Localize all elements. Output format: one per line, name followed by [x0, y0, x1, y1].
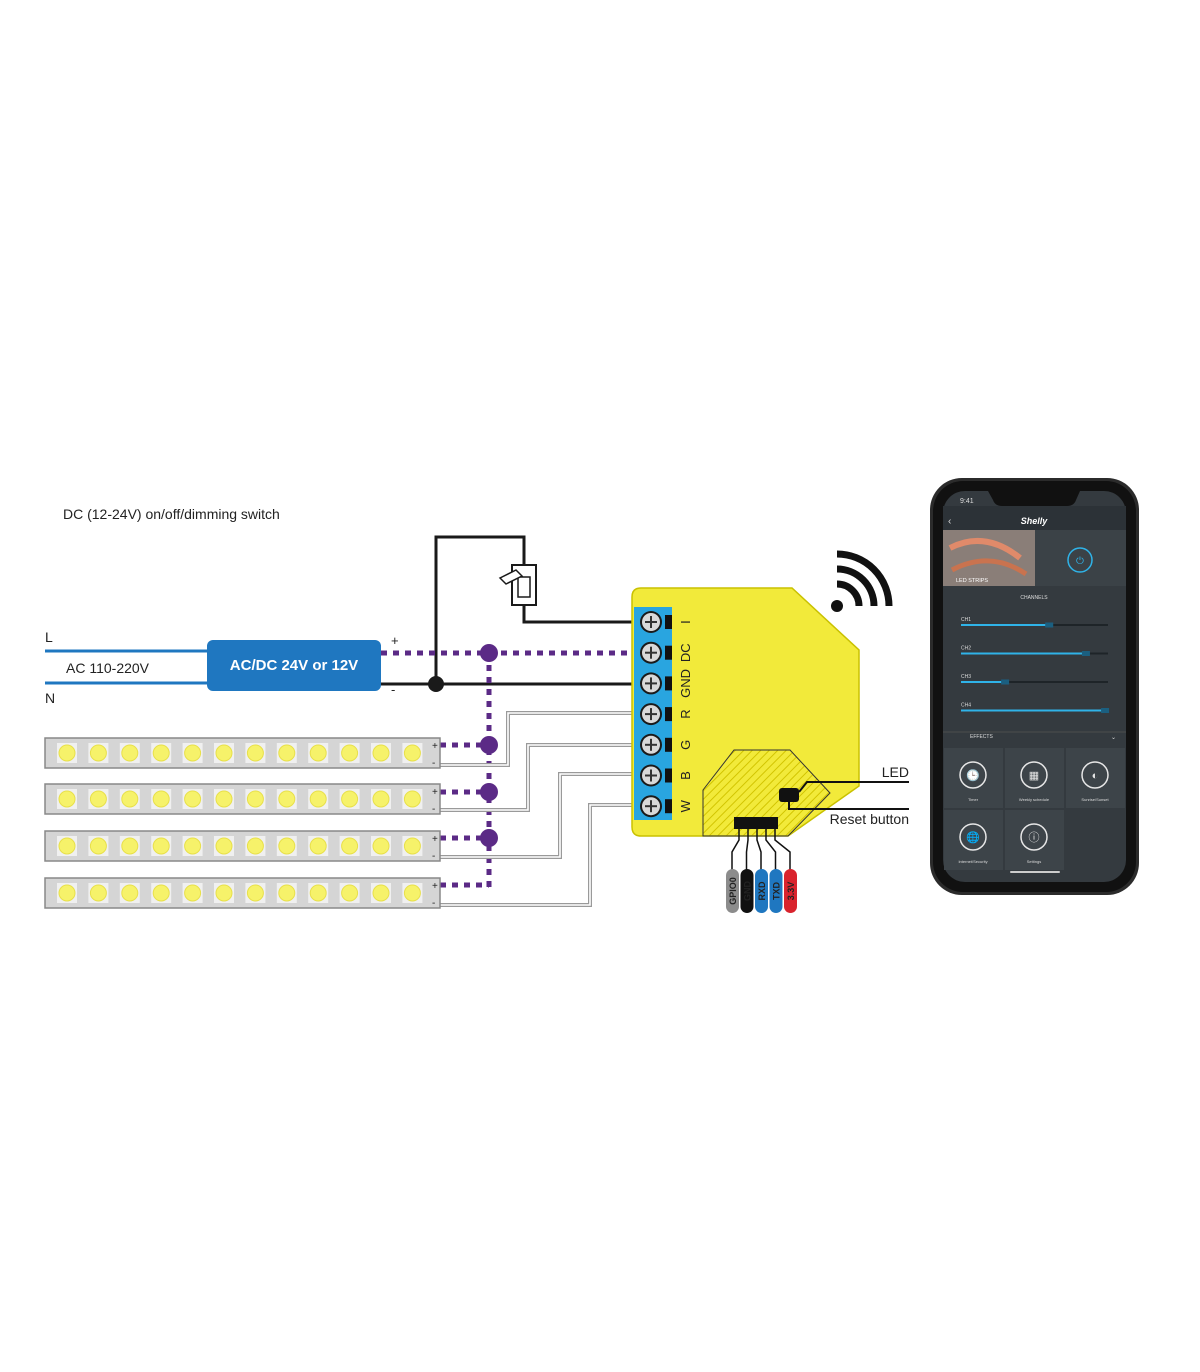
led-strip: +-	[44, 783, 441, 815]
terminal-label: DC	[678, 643, 693, 662]
strip-plus-label: +	[432, 881, 438, 892]
gnd-junction	[428, 676, 444, 692]
tile-internet-security[interactable]: 🌐 Internet/Security	[944, 810, 1003, 870]
diagram-title: DC (12-24V) on/off/dimming switch	[63, 506, 280, 522]
terminal-label: R	[678, 709, 693, 718]
psu-minus-label: -	[391, 682, 395, 697]
mains-voltage-label: AC 110-220V	[66, 660, 150, 676]
header-pin-label: 3.3V	[786, 882, 796, 901]
strip-plus-label: +	[432, 834, 438, 845]
channel-slider[interactable]: CH2	[961, 646, 1108, 657]
terminal-dc: DC	[640, 641, 693, 664]
tile-label: Internet/Security	[958, 859, 987, 864]
channel-label: CH3	[961, 674, 971, 680]
led-label: LED	[882, 764, 909, 780]
terminal-g: G	[640, 733, 693, 756]
psu-plus-label: +	[391, 633, 399, 648]
tile-label: Sunrise/Sunset	[1081, 797, 1109, 802]
programming-header	[734, 817, 778, 829]
tile-label: Timer	[968, 797, 979, 802]
strip-minus-label: -	[432, 898, 435, 909]
power-button[interactable]	[1067, 547, 1093, 573]
terminal-b: B	[640, 764, 693, 787]
header-pin: GND	[740, 829, 754, 913]
channel-slider[interactable]: CH4	[961, 703, 1110, 714]
reset-button-label: Reset button	[830, 811, 909, 827]
terminal-i: I	[640, 611, 693, 633]
terminal-w: W	[640, 795, 693, 818]
strip-plus-label: +	[432, 787, 438, 798]
header-pin: TXD	[765, 829, 783, 913]
channel-label: CH4	[961, 703, 971, 709]
terminal-label: I	[678, 620, 693, 624]
led-strip: +-	[44, 877, 441, 909]
channel-slider[interactable]: CH1	[961, 617, 1108, 628]
led-indicator	[779, 788, 799, 802]
reset-leader	[788, 802, 909, 810]
terminal-label: W	[678, 799, 693, 812]
strip-minus-label: -	[432, 758, 435, 769]
globe-icon: 🌐	[966, 831, 980, 844]
switch-output-wire	[522, 605, 636, 624]
clock-icon: 🕒	[966, 769, 980, 782]
status-time: 9:41	[960, 498, 974, 505]
effects-chevron-icon[interactable]: ⌄	[1111, 735, 1116, 741]
header-pin: 3.3V	[774, 829, 797, 913]
terminal-gnd: GND	[640, 669, 693, 698]
power-icon: ⏻	[1076, 556, 1084, 567]
phone-mockup: 9:41 ‹ Shelly LED STRIPS ⏻ CHANNELS CH1C…	[930, 478, 1139, 895]
led-strip: +-	[44, 737, 441, 769]
terminal-r: R	[640, 703, 693, 726]
device-name: LED STRIPS	[956, 578, 988, 584]
neutral-label: N	[45, 690, 55, 706]
strip-minus-label: -	[432, 851, 435, 862]
terminal-label: G	[678, 740, 693, 750]
channel-label: CH1	[961, 617, 971, 623]
sunrise-icon: ◐	[1092, 770, 1099, 782]
tile-weekly-schedule[interactable]: ▦ Weekly schedule	[1005, 748, 1064, 808]
psu-box	[207, 640, 381, 691]
header-pin-label: RXD	[757, 881, 767, 901]
tile-label: Settings	[1027, 859, 1041, 864]
channel-label: CH2	[961, 646, 971, 652]
channel-wires	[440, 711, 636, 907]
tile-label: Weekly schedule	[1019, 797, 1050, 802]
brand-logo: Shelly	[1021, 516, 1049, 526]
terminal-label: GND	[678, 669, 693, 698]
line-label: L	[45, 629, 53, 645]
wifi-icon	[831, 550, 893, 612]
calendar-icon: ▦	[1029, 770, 1039, 782]
pcb-hatched-area	[702, 749, 831, 837]
channel-slider[interactable]: CH3	[961, 674, 1108, 685]
strip-plus-label: +	[432, 741, 438, 752]
dimming-switch	[498, 564, 537, 606]
switch-loop-wire	[434, 535, 526, 684]
header-pin: GPIO0	[726, 829, 740, 913]
header-pin-label: GND	[743, 881, 753, 902]
header-pin: RXD	[755, 829, 768, 913]
led-leader	[798, 781, 909, 793]
positive-junctions	[480, 644, 498, 847]
channels-title: CHANNELS	[1020, 595, 1048, 601]
tile-timer[interactable]: 🕒 Timer	[944, 748, 1003, 808]
header-pin-label: TXD	[772, 881, 782, 900]
back-icon[interactable]: ‹	[948, 516, 951, 527]
info-icon: ⓘ	[1029, 831, 1040, 844]
psu-label: AC/DC 24V or 12V	[230, 657, 358, 674]
effects-label: EFFECTS	[970, 734, 993, 740]
terminal-label: B	[678, 771, 693, 780]
tile-sunrise-sunset[interactable]: ◐ Sunrise/Sunset	[1066, 748, 1125, 808]
led-strip: +-	[44, 830, 441, 862]
header-pin-label: GPIO0	[728, 877, 738, 905]
strip-minus-label: -	[432, 804, 435, 815]
